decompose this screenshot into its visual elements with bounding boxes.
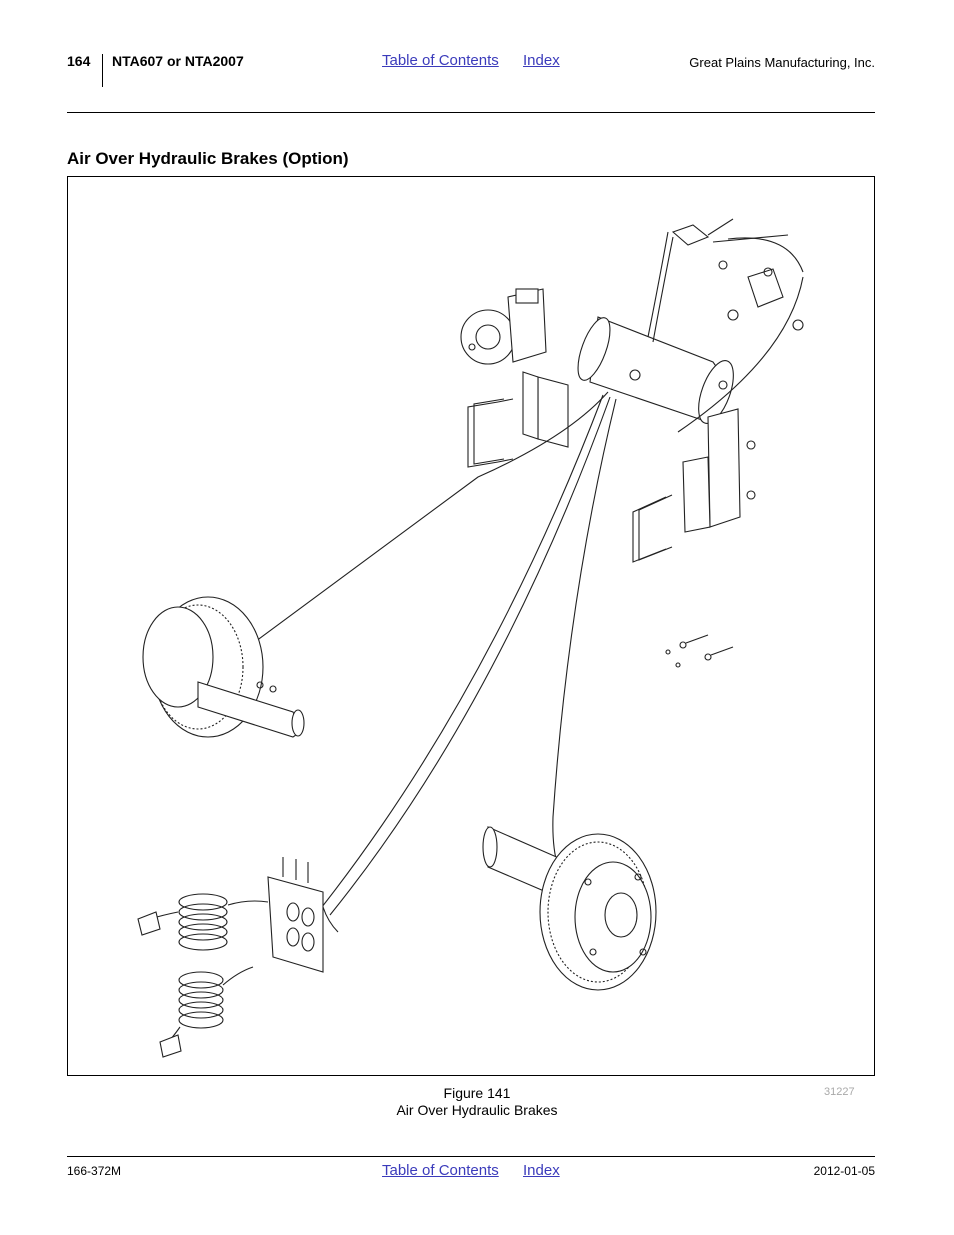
document-number: 166-372M [67, 1164, 122, 1178]
toc-link-footer[interactable]: Table of Contents [382, 1162, 499, 1179]
coiled-hoses [137, 893, 269, 1058]
index-link-header[interactable]: Index [523, 52, 560, 69]
header-rule [67, 112, 875, 113]
right-mount-bracket [632, 408, 756, 563]
air-tank [577, 316, 734, 424]
footer-rule [67, 1156, 875, 1157]
left-hub [142, 596, 305, 738]
toc-link-header[interactable]: Table of Contents [382, 52, 499, 69]
model-title: NTA607 or NTA2007 [112, 53, 244, 69]
valve-bracket [267, 857, 339, 973]
figure-part-number: 31227 [824, 1086, 855, 1098]
figure-caption: Air Over Hydraulic Brakes [396, 1102, 558, 1118]
section-title: Air Over Hydraulic Brakes (Option) [67, 149, 349, 168]
left-mount-bracket [467, 371, 569, 468]
index-link-footer[interactable]: Index [523, 1162, 560, 1179]
brake-actuator [460, 288, 547, 365]
page-number: 164 [67, 53, 91, 69]
relay-valve-assembly [671, 218, 804, 433]
right-hub [482, 826, 657, 991]
document-date: 2012-01-05 [813, 1164, 875, 1178]
brake-system-illustration [137, 218, 804, 1058]
header-divider [102, 54, 103, 87]
figure-frame [67, 176, 875, 1076]
company-name: Great Plains Manufacturing, Inc. [689, 55, 875, 70]
figure-number: Figure 141 [443, 1085, 511, 1101]
hardware-cluster [665, 634, 734, 668]
